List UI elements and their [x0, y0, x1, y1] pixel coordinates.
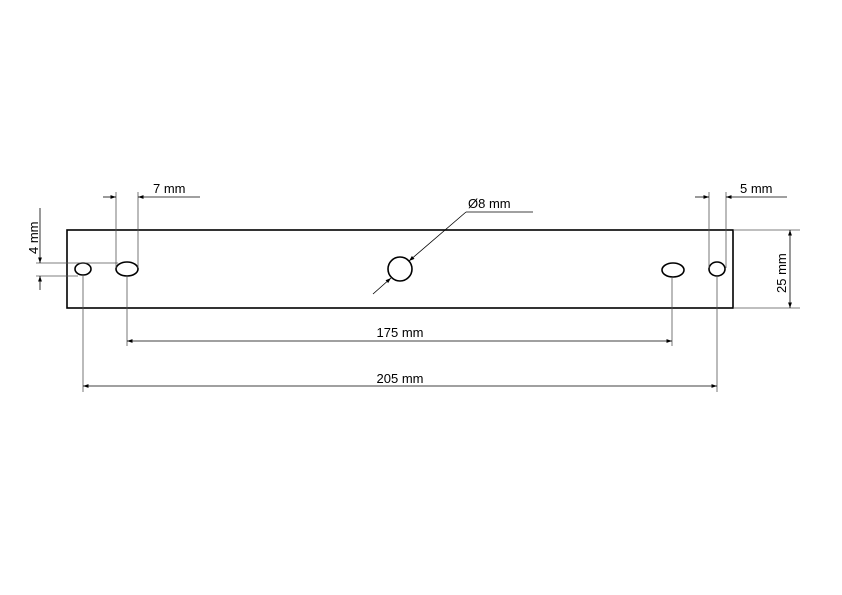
dimension-label: 205 mm	[377, 371, 424, 386]
dimension-label: Ø8 mm	[468, 196, 511, 211]
dimension-label: 4 mm	[26, 222, 41, 255]
dimension-label: 175 mm	[377, 325, 424, 340]
dimension-diameter: Ø8 mm	[372, 196, 533, 295]
dimension-205mm: 205 mm	[82, 275, 718, 392]
dimension-4mm: 4 mm	[26, 208, 118, 290]
dimension-175mm: 175 mm	[126, 276, 673, 346]
center-hole	[387, 256, 413, 282]
plate-outline	[66, 229, 734, 309]
dimension-7mm: 7 mm	[103, 181, 200, 268]
dimension-5mm: 5 mm	[695, 181, 787, 268]
dimension-25mm: 25 mm	[733, 229, 800, 309]
right-slot	[661, 262, 685, 278]
left-hole	[74, 262, 92, 276]
left-slot	[115, 261, 139, 277]
dimension-label: 5 mm	[740, 181, 773, 196]
dimension-label: 25 mm	[774, 253, 789, 293]
right-hole	[708, 261, 726, 277]
dimension-label: 7 mm	[153, 181, 186, 196]
